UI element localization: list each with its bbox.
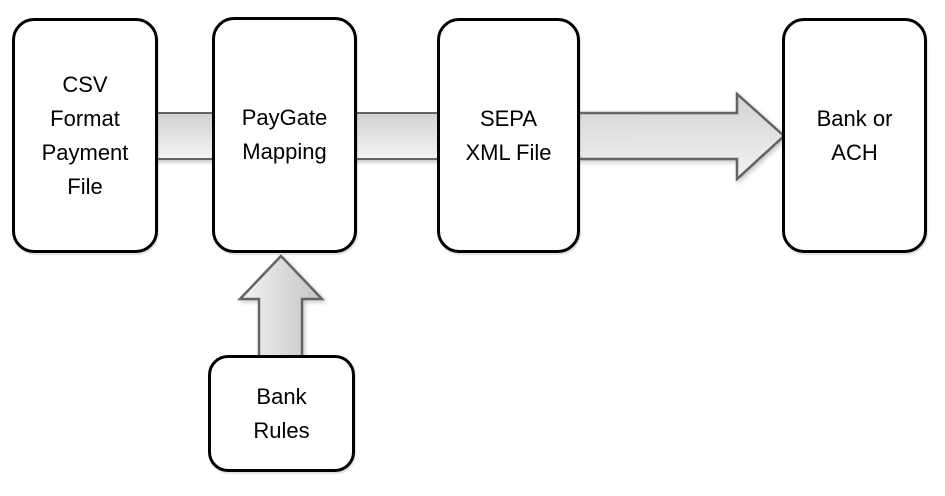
node-label: CSV Format Payment File — [41, 71, 129, 199]
node-paygate-mapping: PayGate Mapping — [212, 17, 357, 253]
node-label: Bank Rules — [253, 383, 310, 443]
connector-paygate-to-sepa — [347, 112, 447, 160]
node-label: SEPA XML File — [465, 105, 552, 165]
right-arrow-icon — [568, 91, 786, 182]
connector-csv-to-paygate — [148, 112, 222, 160]
up-arrow-icon — [237, 254, 325, 364]
node-sepa-xml-file: SEPA XML File — [437, 18, 580, 253]
node-label: PayGate Mapping — [241, 105, 328, 164]
node-bank-rules: Bank Rules — [208, 355, 355, 472]
connector-rules-to-paygate-arrow-up-icon — [237, 254, 325, 364]
node-csv-format-payment-file: CSV Format Payment File — [12, 18, 158, 253]
connector-sepa-to-bank-arrow-right-icon — [568, 91, 786, 182]
node-bank-or-ach: Bank or ACH — [782, 18, 927, 253]
node-label: Bank or ACH — [816, 105, 893, 165]
